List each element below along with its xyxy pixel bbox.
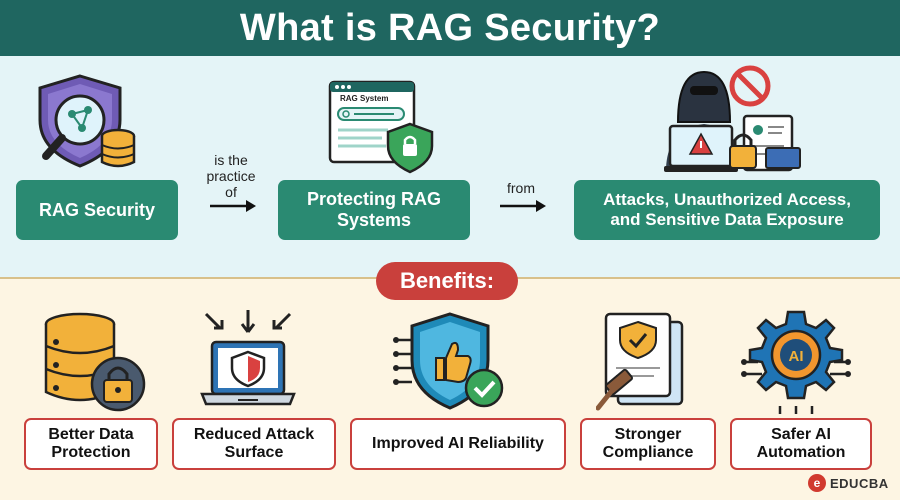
logo-text: EDUCBA: [830, 475, 889, 491]
from-connector: from: [498, 180, 544, 196]
title-bar: What is RAG Security?: [0, 0, 900, 56]
benefits-heading-text: Benefits:: [399, 268, 495, 293]
rag-security-box: RAG Security: [16, 180, 178, 240]
arrow-right-2: [500, 200, 546, 212]
svg-text:AI: AI: [789, 348, 804, 365]
protecting-rag-label: Protecting RAG Systems: [306, 189, 441, 230]
benefit-label: Safer AI Automation: [756, 425, 846, 461]
threats-label: Attacks, Unauthorized Access, and Sensit…: [603, 190, 851, 229]
shield-magnifier-database-icon: [38, 74, 136, 168]
benefit-label: Reduced Attack Surface: [193, 425, 315, 461]
benefit-safer-ai-automation: Safer AI Automation: [730, 418, 872, 470]
rag-system-window-icon: [328, 80, 434, 174]
laptop-shield-icon: [200, 310, 296, 406]
benefit-reduced-attack-surface: Reduced Attack Surface: [172, 418, 336, 470]
benefit-label: Improved AI Reliability: [372, 434, 544, 452]
document-gavel-icon: [596, 312, 684, 411]
from-text: from: [507, 180, 535, 196]
database-lock-icon: [44, 312, 146, 412]
educba-logo: e EDUCBA: [808, 474, 889, 492]
protecting-rag-box: Protecting RAG Systems: [278, 180, 470, 240]
rag-security-label: RAG Security: [38, 199, 156, 220]
benefits-heading: Benefits:: [376, 262, 518, 300]
gear-ai-icon: AI: [741, 310, 851, 414]
benefit-label: Better Data Protection: [48, 425, 134, 461]
benefit-label: Stronger Compliance: [602, 425, 694, 461]
rag-system-screen-label: RAG System: [340, 94, 389, 103]
threats-box: Attacks, Unauthorized Access, and Sensit…: [574, 180, 880, 240]
logo-mark: e: [808, 474, 826, 492]
page-title: What is RAG Security?: [239, 6, 661, 49]
arrow-right-1: [210, 200, 256, 212]
shield-thumbs-up-icon: [393, 312, 504, 410]
practice-of-text: is the practice of: [206, 152, 256, 201]
practice-of-connector: is the practice of: [198, 152, 264, 200]
benefit-improved-ai-reliability: Improved AI Reliability: [350, 418, 566, 470]
benefit-stronger-compliance: Stronger Compliance: [580, 418, 716, 470]
benefit-better-data-protection: Better Data Protection: [24, 418, 158, 470]
hacker-attack-icon: [664, 65, 801, 172]
